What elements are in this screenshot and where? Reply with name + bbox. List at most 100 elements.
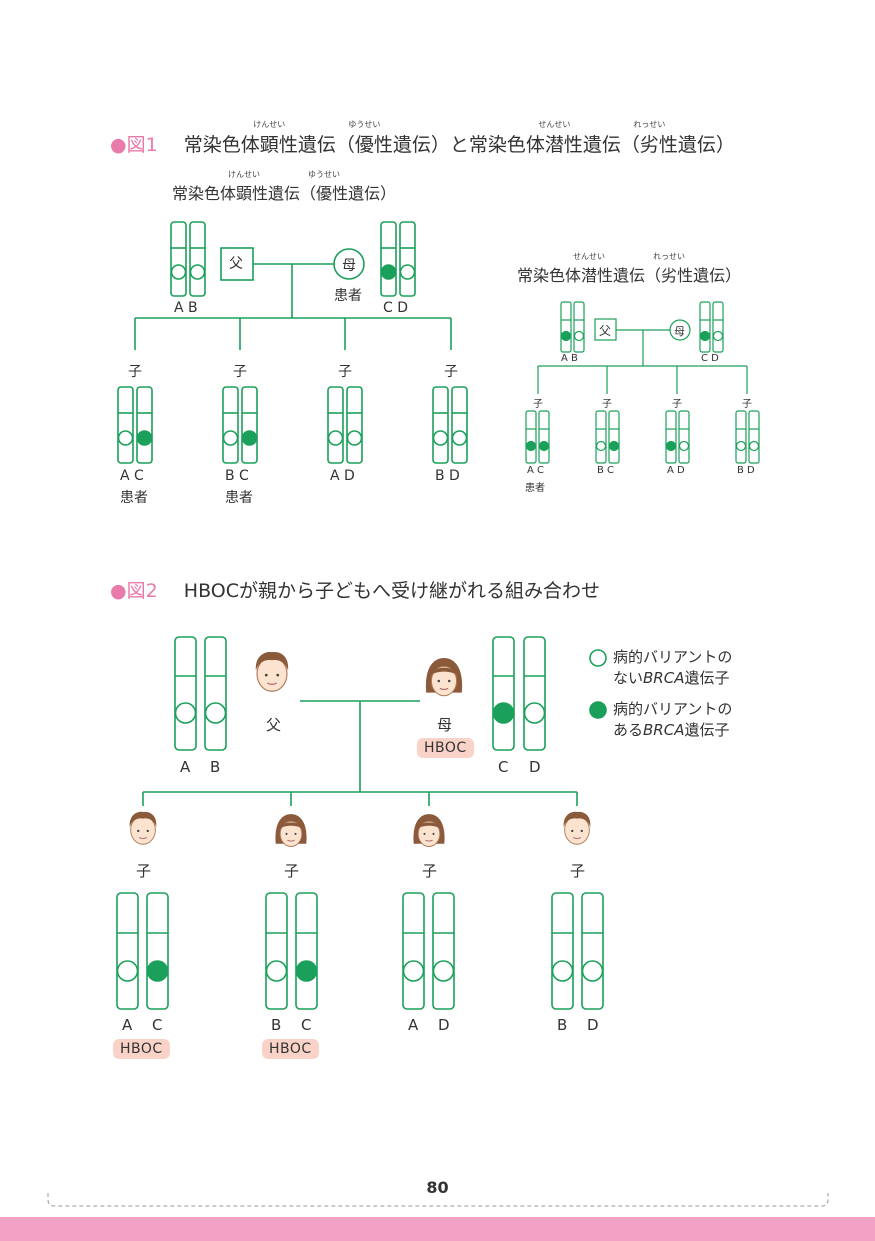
child-genes: B C <box>225 468 249 484</box>
ruby-base: 優ゆうせい <box>308 170 340 204</box>
child-label: 子 <box>284 862 300 880</box>
recessive-pedigree <box>525 301 760 464</box>
father-symbol <box>220 247 254 281</box>
chromosome-pair-child-large-1 <box>116 892 169 1010</box>
chromosome-pair-father <box>170 221 206 297</box>
legend-line: あるBRCA遺伝子 <box>613 720 732 741</box>
mother-label-small: 母 <box>674 325 685 338</box>
hboc-pedigree <box>116 636 607 1010</box>
child-hboc-badge: HBOC <box>113 1039 170 1059</box>
child-status: 患者 <box>225 490 253 506</box>
child-label: 子 <box>338 364 352 380</box>
chromosome-pair-child-small-1 <box>525 410 550 464</box>
subtitle-part: 潜 <box>581 266 598 285</box>
fig2-prefix: ●図 <box>110 580 146 602</box>
footer-divider <box>47 1193 829 1207</box>
ruby-base: 劣れっせい <box>653 252 685 286</box>
chromosome-pair-child-small-2 <box>595 410 620 464</box>
fig1-number: 1 <box>145 134 158 156</box>
legend-text-pre: ある <box>613 721 644 739</box>
chromosome-pair-child-2 <box>222 386 258 464</box>
dominant-pedigree <box>117 221 468 464</box>
father-gene-b: B <box>210 758 221 776</box>
father-label: 父 <box>266 716 282 734</box>
chromosome-pair-mother <box>380 221 416 297</box>
legend-filled-circle-icon <box>589 701 607 719</box>
child-gene: B <box>557 1016 568 1034</box>
footer-bar <box>0 1217 875 1241</box>
page-number: 80 <box>426 1178 449 1197</box>
child-genes-small: A D <box>667 465 685 476</box>
legend-gene-name: BRCA <box>643 721 685 739</box>
ruby-text: ゆうせい <box>308 170 341 179</box>
dominant-subtitle: 常染色体顕けんせい性遺伝（優ゆうせい性遺伝） <box>172 170 397 204</box>
legend-line: 病的バリアントの <box>613 648 733 666</box>
subtitle-part: 性遺伝） <box>332 184 397 203</box>
father-genes: A B <box>174 300 198 316</box>
ruby-base: 顕けんせい <box>228 170 260 204</box>
ruby-text: せんせい <box>538 120 571 129</box>
fig1-title-part: 性遺伝（ <box>563 134 640 156</box>
chromosome-pair-mother-small <box>699 301 724 353</box>
chromosome-pair-father-small <box>560 301 585 353</box>
fig1-title-part: 性遺伝）と常染色体 <box>373 134 545 156</box>
subtitle-part: 優 <box>316 184 333 203</box>
mother-hboc-badge: HBOC <box>417 738 474 758</box>
legend-item-with-variant: 病的バリアントの あるBRCA遺伝子 <box>613 699 732 741</box>
ruby-base: 顕けんせい <box>253 120 285 157</box>
subtitle-part: 常染色体 <box>517 266 582 285</box>
fig2-number: 2 <box>145 580 158 602</box>
child-hboc-badge: HBOC <box>262 1039 319 1059</box>
child-face-icon <box>274 813 308 847</box>
child-genes-small: B D <box>737 465 755 476</box>
ruby-text: れっせい <box>653 252 686 261</box>
ruby-text: せんせい <box>573 252 606 261</box>
child-label: 子 <box>136 862 152 880</box>
child-face-icon <box>563 811 591 845</box>
chromosome-pair-child-large-3 <box>402 892 455 1010</box>
chromosome-pair-mother-large <box>492 636 546 751</box>
father-face-icon <box>255 651 289 692</box>
chromosome-pair-child-4 <box>432 386 468 464</box>
chromosome-pair-child-large-4 <box>551 892 604 1010</box>
subtitle-part: 性遺伝（ <box>252 184 317 203</box>
fig1-title: ●図1 常染色体顕けんせい性遺伝（優ゆうせい性遺伝）と常染色体潜せんせい性遺伝（… <box>110 120 735 157</box>
child-gene: C <box>301 1016 312 1034</box>
child-genes: A D <box>330 468 355 484</box>
child-genes: B D <box>435 468 460 484</box>
subtitle-part: 劣 <box>661 266 678 285</box>
chromosome-pair-child-3 <box>327 386 363 464</box>
child-status-small: 患者 <box>525 483 545 494</box>
subtitle-part: 性遺伝） <box>677 266 742 285</box>
child-gene: D <box>587 1016 599 1034</box>
recessive-subtitle: 常染色体潜 せんせい性遺伝（劣 れっせい性遺伝） <box>517 252 742 286</box>
ruby-text: けんせい <box>228 170 261 179</box>
child-gene: A <box>122 1016 133 1034</box>
legend-line: 病的バリアントの <box>613 700 733 718</box>
mother-status: 患者 <box>334 288 362 304</box>
child-gene: D <box>438 1016 450 1034</box>
child-status: 患者 <box>120 490 148 506</box>
mother-genes-small: C D <box>701 353 719 364</box>
child-label: 子 <box>422 862 438 880</box>
ruby-text: けんせい <box>253 120 286 129</box>
child-face-icon <box>412 813 446 847</box>
fig2-title-text: HBOCが親から子どもへ受け継がれる組み合わせ <box>183 580 600 602</box>
subtitle-part: 性遺伝（ <box>597 266 662 285</box>
child-label: 子 <box>233 364 247 380</box>
child-label-small: 子 <box>533 399 543 410</box>
chromosome-pair-father-large <box>174 636 227 751</box>
fig1-title-part: 性遺伝（ <box>278 134 355 156</box>
chromosome-pair-child-small-3 <box>665 410 690 464</box>
legend-text-post: 遺伝子 <box>684 721 730 739</box>
chromosome-pair-child-1 <box>117 386 153 464</box>
child-genes: A C <box>120 468 144 484</box>
ruby-base: 優ゆうせい <box>348 120 380 157</box>
legend-item-without-variant: 病的バリアントの ないBRCA遺伝子 <box>613 647 732 689</box>
child-genes-small: A C <box>527 465 545 476</box>
mother-label: 母 <box>342 258 356 274</box>
child-gene: B <box>271 1016 282 1034</box>
ruby-base: 潜せんせい <box>538 120 570 157</box>
fig1-title-part: 顕 <box>259 134 279 156</box>
